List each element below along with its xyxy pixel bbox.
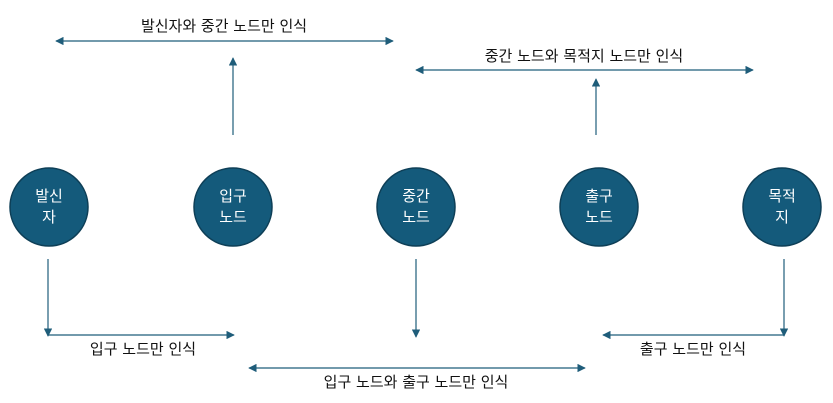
node-entry: 입구 노드 xyxy=(193,167,273,247)
node-middle: 중간 노드 xyxy=(376,167,456,247)
node-sender-line2: 자 xyxy=(42,208,56,226)
caption-entry-only: 입구 노드만 인식 xyxy=(90,340,196,358)
node-destination-line2: 지 xyxy=(775,208,789,226)
node-entry-line1: 입구 xyxy=(219,187,247,205)
node-exit: 출구 노드 xyxy=(559,167,639,247)
node-exit-line1: 출구 xyxy=(585,187,613,205)
node-destination-line1: 목적 xyxy=(768,187,796,205)
node-middle-line2: 노드 xyxy=(402,208,430,226)
caption-sender-middle: 발신자와 중간 노드만 인식 xyxy=(141,17,307,35)
node-destination: 목적 지 xyxy=(742,167,822,247)
node-sender: 발신 자 xyxy=(9,167,89,247)
node-exit-line2: 노드 xyxy=(585,208,613,226)
caption-entry-exit: 입구 노드와 출구 노드만 인식 xyxy=(324,373,509,391)
caption-exit-only: 출구 노드만 인식 xyxy=(640,340,746,358)
node-middle-line1: 중간 xyxy=(402,187,430,205)
node-sender-line1: 발신 xyxy=(35,187,63,205)
node-entry-line2: 노드 xyxy=(219,208,247,226)
caption-middle-destination: 중간 노드와 목적지 노드만 인식 xyxy=(485,47,683,65)
